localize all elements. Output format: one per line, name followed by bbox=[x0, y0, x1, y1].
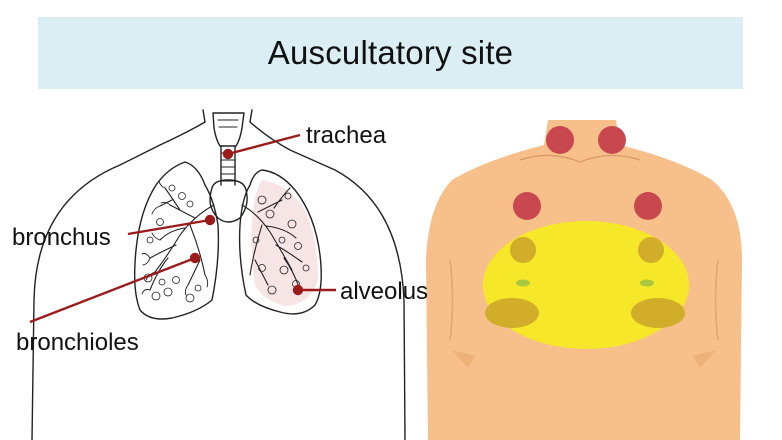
site-marker-mid-left bbox=[513, 192, 541, 220]
armpit-right bbox=[714, 259, 719, 341]
page-title: Auscultatory site bbox=[267, 34, 514, 71]
lung-left bbox=[133, 161, 220, 320]
site-marker-base-right bbox=[631, 298, 685, 328]
abdomen-fold-left bbox=[452, 350, 475, 368]
armpit-left bbox=[449, 259, 454, 341]
respiratory-diagram bbox=[31, 109, 406, 440]
site-marker-lower-left bbox=[510, 237, 536, 263]
site-marker-upper-right bbox=[598, 126, 626, 154]
nipple-left bbox=[516, 279, 530, 287]
label-trachea: trachea bbox=[306, 122, 387, 149]
bronchioles-pointer bbox=[29, 256, 196, 324]
pointer-lines bbox=[29, 133, 336, 324]
bronchial-tree-right bbox=[241, 187, 303, 291]
nipple-right bbox=[640, 279, 654, 287]
label-alveolus: alveolus bbox=[340, 278, 429, 305]
site-marker-lower-right bbox=[638, 237, 664, 263]
lung-right bbox=[238, 169, 322, 315]
abdomen-fold-right bbox=[693, 350, 716, 368]
bronchial-tree-left bbox=[149, 187, 215, 291]
title-banner: Auscultatory site bbox=[38, 17, 743, 89]
neck-shadow bbox=[519, 154, 641, 163]
neck-outline bbox=[202, 109, 253, 123]
site-marker-base-left bbox=[485, 298, 539, 328]
label-bronchioles: bronchioles bbox=[16, 329, 139, 356]
torso-outline-right bbox=[249, 121, 406, 440]
alveolus-shading bbox=[251, 180, 318, 306]
larynx bbox=[212, 112, 245, 147]
trachea-pointer bbox=[227, 133, 301, 156]
torso-outline bbox=[31, 121, 206, 440]
site-marker-upper-left bbox=[546, 126, 574, 154]
label-bronchus: bronchus bbox=[12, 224, 111, 251]
chest-diagram bbox=[426, 120, 742, 440]
bronchus-pointer bbox=[127, 218, 211, 236]
site-marker-mid-right bbox=[634, 192, 662, 220]
